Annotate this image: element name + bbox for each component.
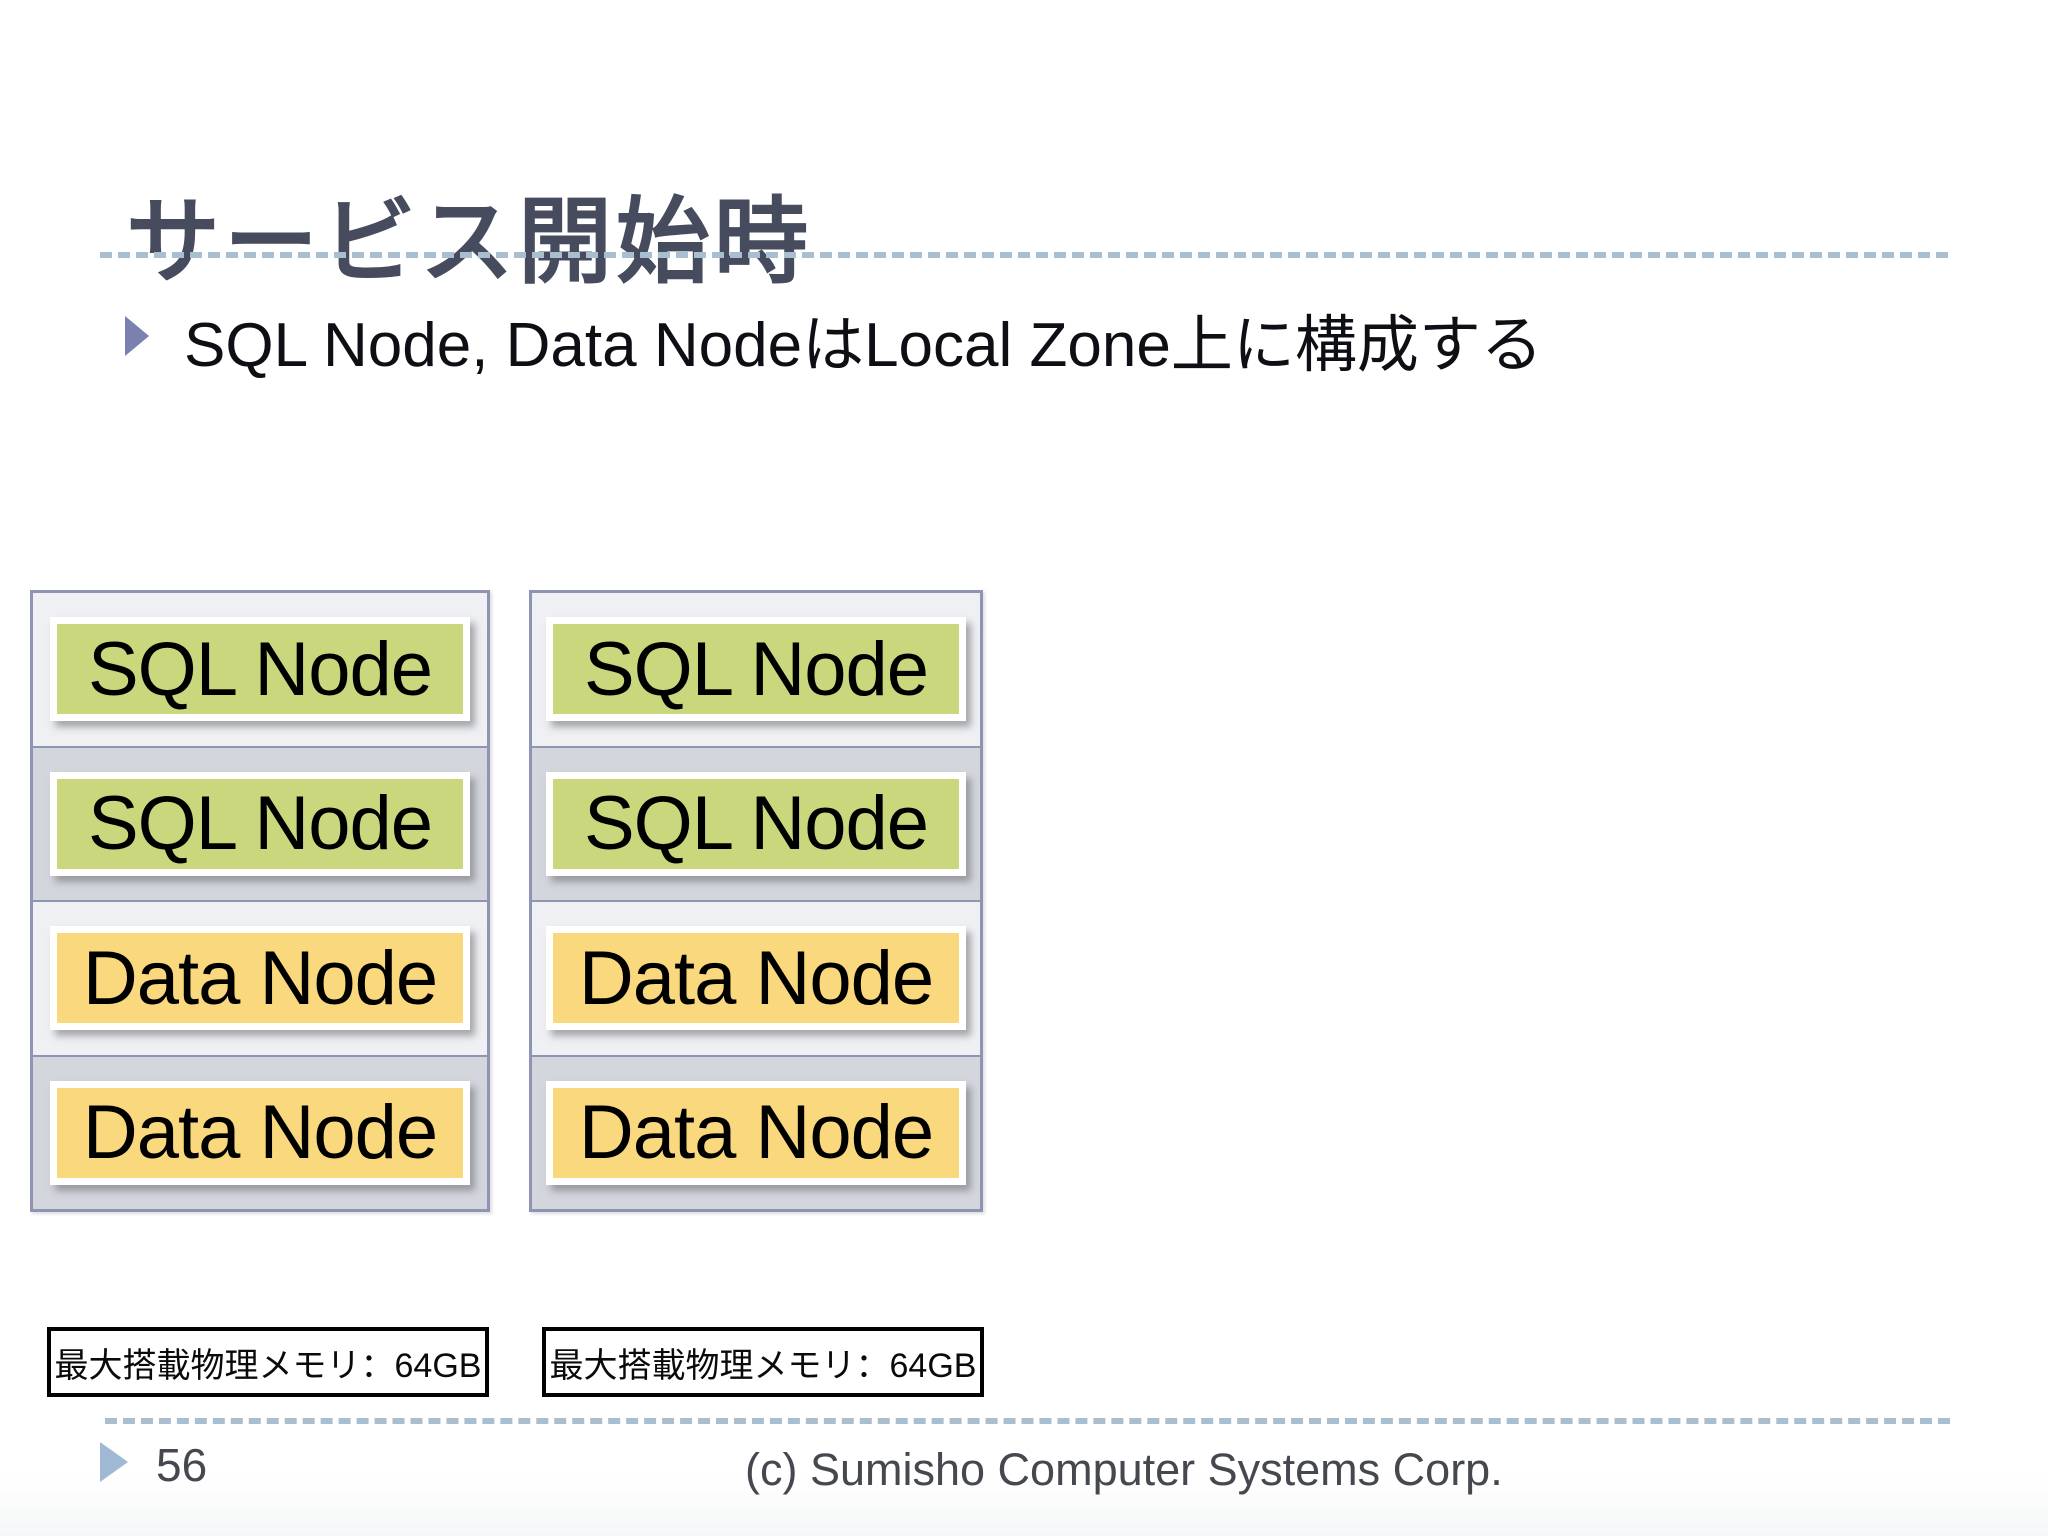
sql-node-box: SQL Node <box>50 771 470 876</box>
node-label: Data Node <box>82 935 438 1021</box>
node-row: Data Node <box>532 900 980 1055</box>
sql-node-box: SQL Node <box>546 771 966 876</box>
node-row: Data Node <box>532 1054 980 1209</box>
node-row: Data Node <box>33 1054 487 1209</box>
data-node-box: Data Node <box>50 926 470 1031</box>
node-label: SQL Node <box>583 626 929 712</box>
page-number: 56 <box>156 1439 208 1491</box>
node-row: SQL Node <box>33 593 487 746</box>
bullet-text: SQL Node, Data NodeはLocal Zone上に構成する <box>184 311 1543 380</box>
server-column-1: SQL Node SQL Node Data Node Data Node <box>30 590 490 1212</box>
memory-label: 最大搭載物理メモリ：64GB <box>47 1327 489 1397</box>
copyright-text: (c) Sumisho Computer Systems Corp. <box>745 1444 1503 1495</box>
node-label: SQL Node <box>583 781 929 867</box>
title-divider <box>100 252 1948 258</box>
node-label: SQL Node <box>87 781 433 867</box>
data-node-box: Data Node <box>546 1080 966 1185</box>
memory-label-text: 最大搭載物理メモリ：64GB <box>54 1346 482 1385</box>
memory-label-text: 最大搭載物理メモリ：64GB <box>549 1346 977 1385</box>
sql-node-box: SQL Node <box>546 617 966 722</box>
page-title: サービス開始時 <box>126 186 813 297</box>
node-row: Data Node <box>33 900 487 1055</box>
node-row: SQL Node <box>33 745 487 900</box>
node-label: SQL Node <box>87 626 433 712</box>
sql-node-box: SQL Node <box>50 617 470 722</box>
node-label: Data Node <box>578 935 934 1021</box>
node-row: SQL Node <box>532 593 980 746</box>
data-node-box: Data Node <box>50 1080 470 1185</box>
bullet-arrow-icon <box>125 316 149 356</box>
server-column-2: SQL Node SQL Node Data Node Data Node <box>529 590 983 1212</box>
node-row: SQL Node <box>532 745 980 900</box>
data-node-box: Data Node <box>546 926 966 1031</box>
footer-divider <box>105 1418 1950 1424</box>
node-label: Data Node <box>578 1090 934 1176</box>
node-label: Data Node <box>82 1090 438 1176</box>
footer-arrow-icon <box>100 1442 128 1482</box>
memory-label: 最大搭載物理メモリ：64GB <box>542 1327 984 1397</box>
